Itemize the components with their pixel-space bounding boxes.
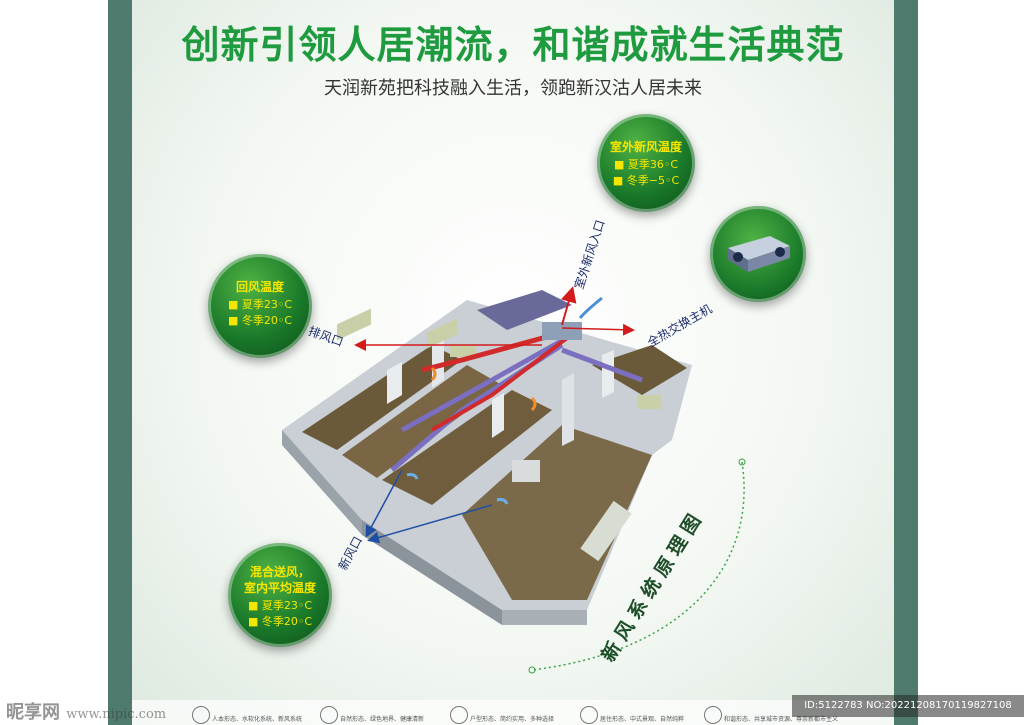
footer-item-3: 户型形态、简约实用、多种选择 — [470, 716, 555, 723]
footer-item-1: 人本形态、水软化系统、新风系统 — [212, 716, 303, 723]
outdoor-temp-winter: ■ 冬季−5◦C — [612, 174, 680, 187]
left-border-bar — [108, 0, 132, 725]
return-temp-winter: ■ 冬季20◦C — [227, 314, 293, 327]
outdoor-temp-bubble: 室外新风温度 ■ 夏季36◦C ■ 冬季−5◦C — [597, 114, 695, 212]
tree-icon — [320, 706, 338, 724]
poster-canvas: 创新引领人居潮流，和谐成就生活典范 天润新苑把科技融入生活，领跑新汉沽人居未来 — [132, 0, 894, 725]
footer-item-2: 自然形态、绿色地界、健康清新 — [340, 716, 425, 723]
mixed-supply-winter: ■ 冬季20◦C — [247, 615, 313, 628]
leaf-icon — [192, 706, 210, 724]
subheadline: 天润新苑把科技融入生活，领跑新汉沽人居未来 — [324, 78, 702, 99]
outdoor-temp-summer: ■ 夏季36◦C — [613, 158, 679, 171]
footer-item-4: 居住形态、中式景观、自然纯粹 — [600, 716, 685, 723]
mixed-supply-title2: 室内平均温度 — [243, 581, 316, 595]
return-temp-summer: ■ 夏季23◦C — [227, 298, 293, 311]
mixed-supply-title: 混合送风， — [249, 565, 310, 579]
right-border-bar — [894, 0, 918, 725]
house-icon — [450, 706, 468, 724]
flow-arrows — [354, 286, 635, 544]
landscape-icon — [580, 706, 598, 724]
heat-exchanger-bubble — [710, 206, 806, 302]
watermark-url: www.nipic.com — [66, 707, 167, 722]
heat-exchanger-unit-icon — [728, 236, 790, 272]
arc-start-dot — [528, 666, 536, 674]
return-temp-bubble: 回风温度 ■ 夏季23◦C ■ 冬季20◦C — [208, 254, 312, 358]
arc-end-dot — [738, 458, 746, 466]
headline: 创新引领人居潮流，和谐成就生活典范 — [181, 22, 845, 67]
mixed-supply-summer: ■ 夏季23◦C — [247, 599, 313, 612]
footer-features: 人本形态、水软化系统、新风系统 自然形态、绿色地界、健康清新 户型形态、简约实用… — [132, 700, 894, 725]
mixed-supply-bubble: 混合送风， 室内平均温度 ■ 夏季23◦C ■ 冬季20◦C — [228, 543, 332, 647]
outdoor-temp-title: 室外新风温度 — [609, 140, 682, 154]
watermark-id: ID:5122783 NO:20221208170119827108 — [792, 695, 1024, 717]
harmony-icon — [704, 706, 722, 724]
footer-item-5: 和谐形态、共享城市资源、尊崇新都市主义 — [724, 716, 839, 723]
floorplan-illustration — [282, 286, 746, 674]
watermark-left: 昵享网 www.nipic.com — [6, 698, 166, 724]
watermark-brand: 昵享网 — [6, 702, 60, 723]
duct-network — [390, 322, 643, 472]
return-temp-title: 回风温度 — [235, 280, 284, 294]
